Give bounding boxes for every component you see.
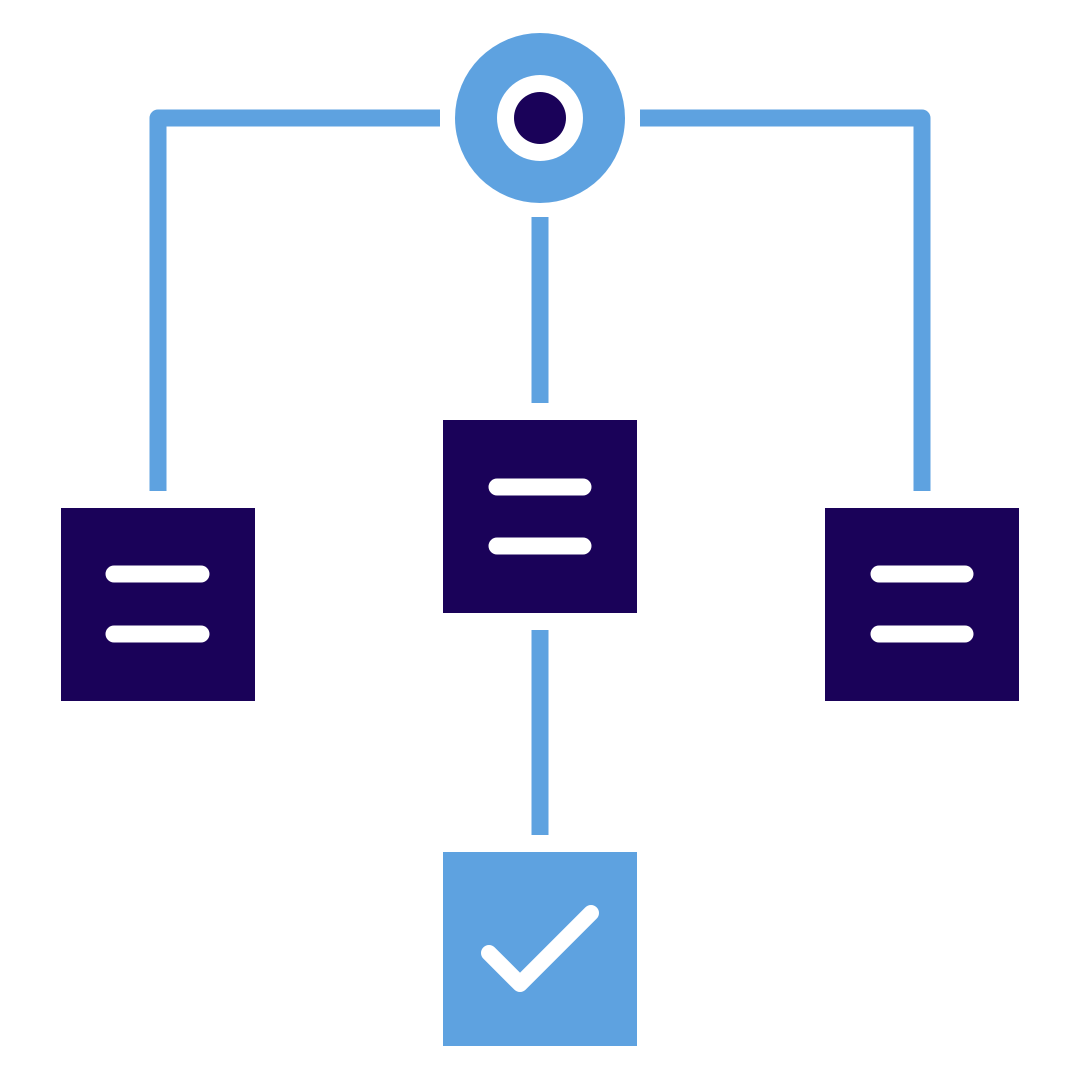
connector-root-right xyxy=(640,109,931,491)
node-result-box xyxy=(443,852,637,1046)
connectors xyxy=(149,109,931,835)
node-center xyxy=(443,420,637,613)
node-left-box xyxy=(61,508,255,701)
node-right-box xyxy=(825,508,1019,701)
two-lines-icon xyxy=(488,478,592,555)
node-result xyxy=(443,852,637,1046)
two-lines-icon xyxy=(105,565,210,643)
checkmark-icon xyxy=(481,905,599,992)
node-left xyxy=(61,508,255,701)
node-center-box xyxy=(443,420,637,613)
connector-root-left xyxy=(149,109,440,491)
two-lines-icon xyxy=(870,565,974,643)
target-circle-icon xyxy=(514,92,566,144)
node-right xyxy=(825,508,1019,701)
root-node xyxy=(455,33,625,203)
